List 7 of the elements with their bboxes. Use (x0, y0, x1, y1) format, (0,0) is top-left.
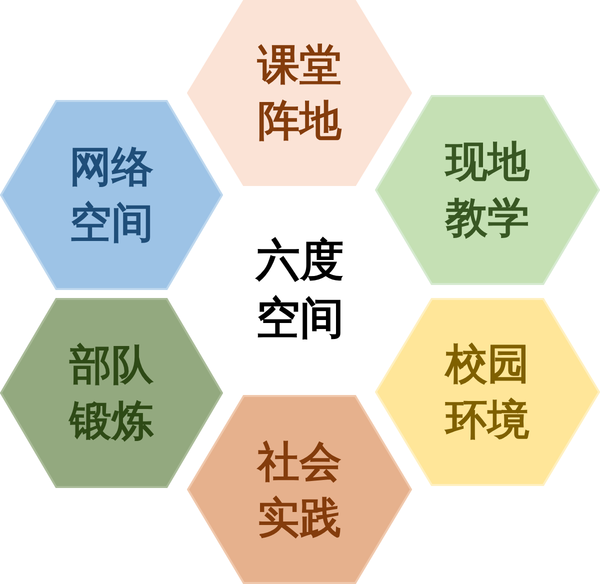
hexagon-text: 网络空间 (68, 141, 155, 249)
hexagon-text: 校园环境 (444, 338, 531, 446)
hexagon-text: 部队锻炼 (68, 339, 155, 447)
hexagon-text: 课堂阵地 (256, 39, 343, 147)
hexagon-text: 现地教学 (444, 136, 531, 244)
center-title: 六度空间 (254, 234, 345, 346)
hexagon-text: 社会实践 (256, 436, 343, 544)
